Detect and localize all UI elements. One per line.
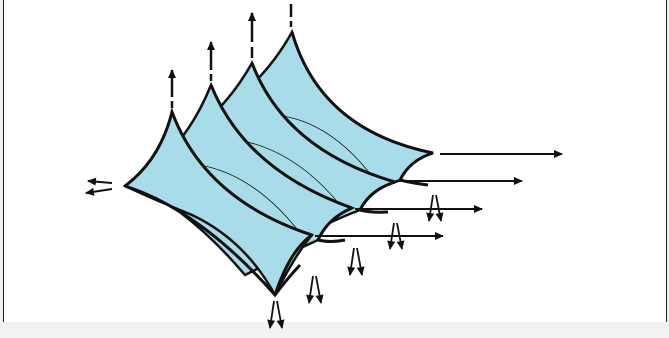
horizontal-tensions — [315, 150, 563, 240]
down-arrow-3b — [356, 247, 365, 276]
down-arrow-1a — [267, 300, 276, 329]
edge-cable-r2 — [315, 206, 353, 243]
edge-cable-2 — [209, 84, 353, 210]
left-arrow-top — [87, 177, 113, 186]
edge-cable-4 — [290, 31, 434, 155]
down-arrow-4b — [396, 222, 405, 250]
down-arrow-3a — [347, 247, 356, 276]
ridge-line-4 — [274, 114, 376, 181]
ridge-line-2 — [199, 164, 301, 234]
lower-margin — [3, 322, 667, 338]
left-arrow-bottom — [85, 187, 113, 196]
down-arrow-1b — [276, 300, 285, 329]
edge-cable-1 — [124, 106, 313, 237]
down-arrow-5a — [426, 194, 435, 222]
edge-cable-3 — [250, 62, 396, 184]
down-arrow-4a — [387, 222, 396, 250]
down-arrow-5b — [435, 194, 444, 222]
upward-reactions — [168, 4, 293, 108]
downward-anchor-pairs — [267, 194, 444, 329]
edge-cable-r1 — [273, 233, 313, 296]
down-arrow-2a — [306, 275, 315, 304]
down-arrow-2b — [315, 275, 324, 304]
edge-cable-front — [124, 184, 277, 296]
left-tension-pair — [85, 177, 113, 196]
ridge-line-3 — [237, 139, 341, 206]
